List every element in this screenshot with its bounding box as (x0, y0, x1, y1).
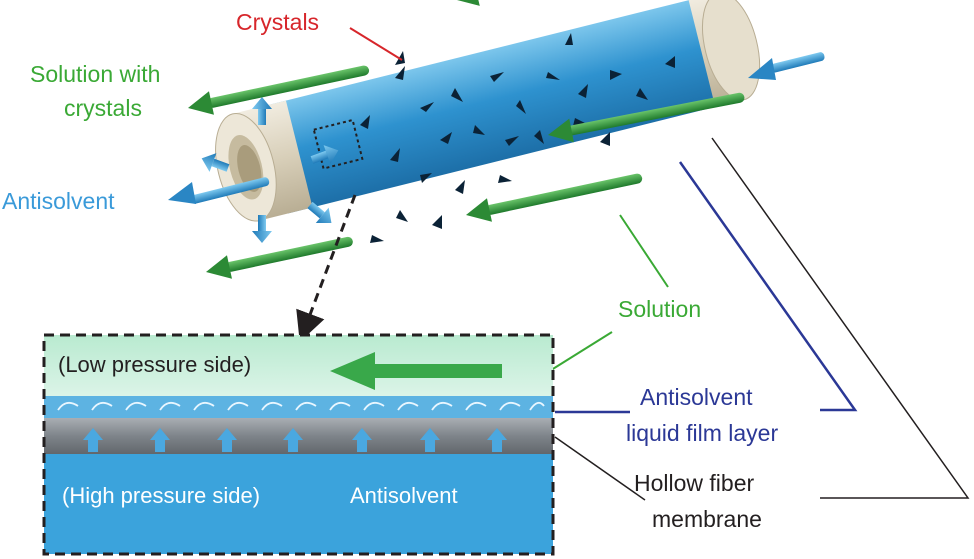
solution-box-leader (547, 331, 613, 373)
membrane-leader-left (554, 436, 646, 501)
antisolvent-label-left: Antisolvent (2, 188, 115, 214)
membrane-leader-right (711, 137, 970, 499)
zoom-connector (296, 194, 357, 343)
solution-arrows (188, 65, 745, 279)
low-pressure-flow-arrow (330, 352, 502, 390)
solution-leader (619, 214, 669, 288)
antisolvent-film-label-line2: liquid film layer (626, 420, 778, 446)
crystal-flakes (360, 33, 675, 243)
antisolvent-arrow-left (168, 177, 270, 204)
crystals-leader (349, 27, 403, 61)
tube-body (261, 0, 745, 214)
detail-window (312, 118, 364, 170)
film-curls (57, 401, 545, 411)
high-pressure-antisolvent-label: Antisolvent (350, 483, 458, 508)
solution-with-crystals-label-line1: Solution with (30, 61, 160, 87)
detail-box-border (42, 333, 555, 556)
antisolvent-arrow-right (748, 52, 825, 80)
hollow-fiber-label-line2: membrane (652, 506, 762, 532)
solution-label: Solution (618, 296, 701, 322)
antisolvent-film-leader-right (678, 161, 858, 412)
low-pressure-side-label: (Low pressure side) (58, 352, 251, 377)
antisolvent-film-label-line1: Antisolvent (640, 384, 753, 410)
detail-box: (Low pressure side) (High pressure side)… (42, 333, 555, 556)
crystals-label: Crystals (236, 9, 319, 35)
permeation-arrows (83, 428, 507, 452)
antisolvent-radial-arrows (201, 97, 339, 243)
hollow-fiber-label-line1: Hollow fiber (634, 470, 754, 496)
high-pressure-region (44, 454, 553, 554)
solution-with-crystals-label-line2: crystals (64, 95, 142, 121)
high-pressure-side-label: (High pressure side) (62, 483, 260, 508)
